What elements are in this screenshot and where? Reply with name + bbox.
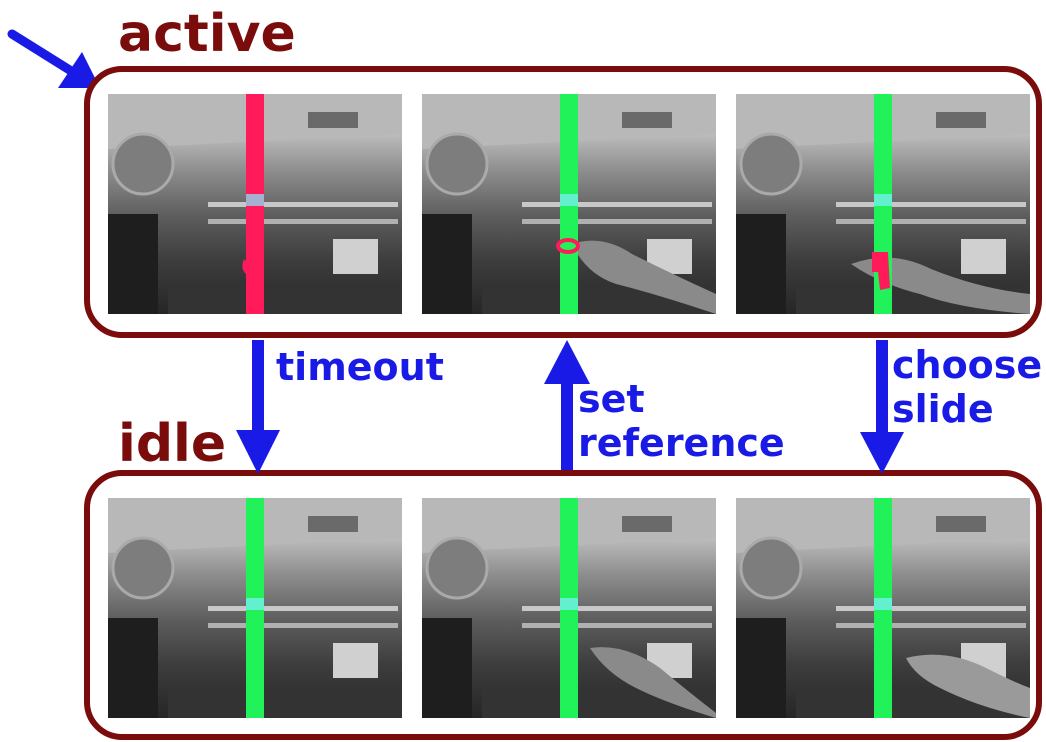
choose-slide-label: choose slide bbox=[892, 343, 1043, 431]
office-scene-image bbox=[108, 94, 402, 314]
office-scene-image bbox=[108, 498, 402, 718]
idle-frame-3 bbox=[736, 498, 1030, 718]
active-frame-2 bbox=[422, 94, 716, 314]
idle-frame-2 bbox=[422, 498, 716, 718]
active-frame-3 bbox=[736, 94, 1030, 314]
timeout-label: timeout bbox=[276, 345, 444, 389]
office-scene-image bbox=[736, 94, 1030, 314]
timeout-arrow bbox=[236, 340, 280, 474]
office-scene-image bbox=[736, 498, 1030, 718]
active-frame-1 bbox=[108, 94, 402, 314]
set-reference-label: set reference bbox=[578, 377, 785, 465]
idle-frame-1 bbox=[108, 498, 402, 718]
office-scene-image bbox=[422, 94, 716, 314]
idle-state-label: idle bbox=[118, 414, 227, 474]
active-state-label: active bbox=[118, 4, 296, 64]
office-scene-image bbox=[422, 498, 716, 718]
